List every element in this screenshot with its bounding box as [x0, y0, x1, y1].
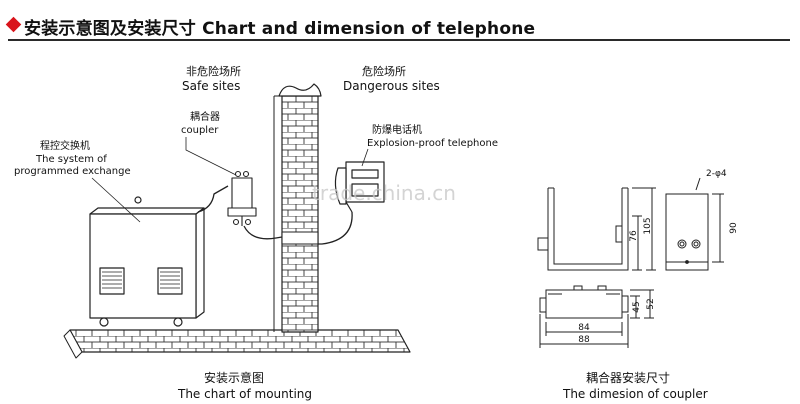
mounting-caption-en: The chart of mounting [177, 387, 312, 401]
exchange-cabinet [89, 196, 205, 327]
coupler-caption-en: The dimesion of coupler [562, 387, 708, 401]
dangerous-sites-label-en: Dangerous sites [343, 79, 440, 93]
dimension-84-label: 84 [578, 323, 590, 333]
dimension-90: 90 [712, 193, 739, 263]
exchange-label-en-line1: The system of [35, 154, 107, 165]
dimension-45-label: 45 [632, 301, 642, 312]
dimension-76: 76 [629, 215, 642, 271]
watermark-text: trade.china.cn [312, 181, 456, 205]
dimension-84: 84 [545, 322, 623, 336]
exchange-label-cn: 程控交换机 [40, 139, 90, 152]
telephone-label-en: Explosion-proof telephone [367, 138, 498, 149]
section-title: 安装示意图及安装尺寸 Chart and dimension of teleph… [24, 19, 536, 39]
section-header: 安装示意图及安装尺寸 Chart and dimension of teleph… [0, 14, 800, 41]
dimension-52: 52 [630, 289, 656, 319]
header-underline [8, 39, 790, 41]
brick-wall [273, 83, 322, 333]
mounting-caption-cn: 安装示意图 [204, 370, 264, 385]
coupler-leader-line [185, 137, 237, 176]
coupler-caption-cn: 耦合器安装尺寸 [586, 370, 670, 385]
coupler-label-en: coupler [181, 125, 219, 136]
hole-spec-label: 2-φ4 [706, 169, 727, 179]
dangerous-sites-label-cn: 危险场所 [362, 64, 406, 78]
dimension-88-label: 88 [578, 335, 590, 345]
coupler-label-cn: 耦合器 [190, 110, 220, 123]
telephone-cable [318, 211, 353, 245]
safe-sites-label-cn: 非危险场所 [186, 64, 241, 78]
exchange-label-en-line2: programmed exchange [14, 166, 131, 177]
dimension-90-label: 90 [729, 222, 739, 234]
coupler-device [227, 170, 257, 226]
safe-sites-label-en: Safe sites [182, 79, 240, 93]
telephone-label-cn: 防爆电话机 [372, 123, 422, 136]
coupler-side-view [537, 187, 629, 271]
dimension-52-label: 52 [646, 298, 656, 309]
coupler-front-view [665, 177, 709, 271]
dimension-76-label: 76 [629, 230, 639, 242]
coupler-cable [243, 225, 289, 240]
exchange-cable [197, 185, 229, 213]
coupler-top-view [539, 285, 629, 319]
dimension-88: 88 [539, 314, 629, 348]
explosion-proof-telephone [334, 161, 385, 213]
dimension-45: 45 [630, 295, 642, 319]
coupler-dimension-drawing: 76 105 2-φ4 90 [537, 169, 739, 401]
cable-sleeve [281, 231, 319, 245]
exchange-leader-line [91, 177, 141, 223]
dimension-105: 105 [632, 187, 656, 271]
floor-slab [63, 329, 411, 359]
dimension-105-label: 105 [643, 217, 653, 234]
telephone-leader-line [361, 148, 369, 167]
mounting-chart: trade.china.cn 非危险场所 Safe sites 危险场所 Dan… [14, 64, 498, 401]
